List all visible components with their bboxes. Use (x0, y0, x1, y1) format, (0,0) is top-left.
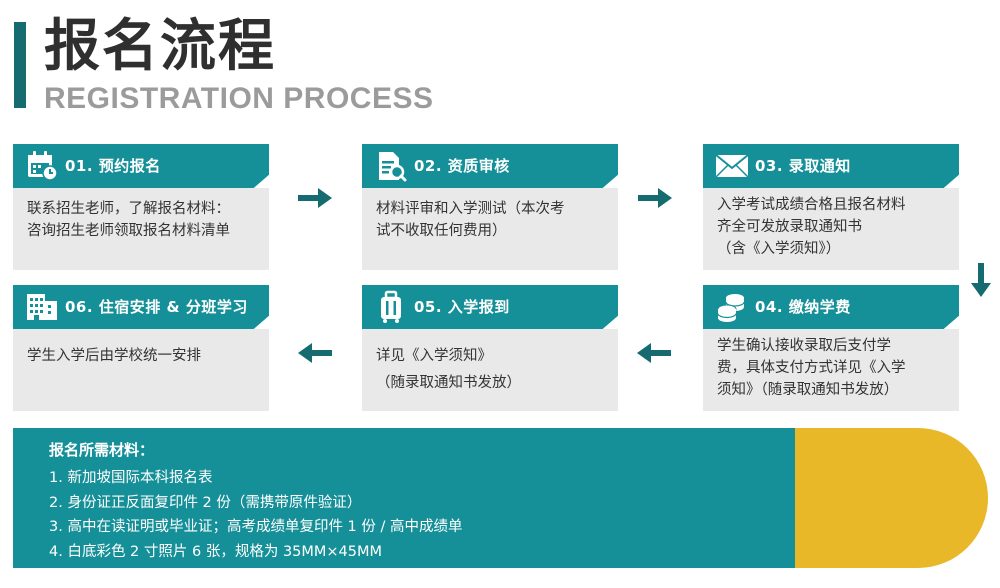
page-title: 报名流程 (44, 14, 276, 79)
step-text: （随录取通知书发放） (376, 375, 521, 391)
step-text: （含《入学须知》） (717, 241, 841, 257)
materials-panel: 报名所需材料： 1. 新加坡国际本科报名表 2. 身份证正反面复印件 2 份（需… (13, 428, 988, 568)
title-accent-bar (14, 22, 26, 108)
list-item: 3. 高中在读证明或毕业证；高考成绩单复印件 1 份 / 高中成绩单 (49, 519, 463, 535)
document-search-icon (379, 152, 407, 182)
page-subtitle: REGISTRATION PROCESS (44, 82, 434, 115)
step-text: 联系招生老师，了解报名材料： (27, 201, 230, 217)
arrow-right-icon (298, 188, 332, 208)
step-title: 03. 录取通知 (755, 157, 851, 175)
step-header-06: 06. 住宿安排 & 分班学习 (13, 285, 269, 329)
step-card-01: 01. 预约报名 联系招生老师，了解报名材料： 咨询招生老师领取报名材料清单 (13, 144, 269, 270)
step-card-06: 06. 住宿安排 & 分班学习 学生入学后由学校统一安排 (13, 285, 269, 411)
step-header-04: 04. 缴纳学费 (703, 285, 959, 329)
step-body-01: 联系招生老师，了解报名材料： 咨询招生老师领取报名材料清单 (13, 188, 269, 270)
step-card-02: 02. 资质审核 材料评审和入学测试（本次考 试不收取任何费用） (362, 144, 618, 270)
arrow-down-icon (971, 263, 991, 297)
step-header-03: 03. 录取通知 (703, 144, 959, 188)
step-header-02: 02. 资质审核 (362, 144, 618, 188)
step-text: 费，具体支付方式详见《入学 (717, 360, 906, 376)
step-header-05: 05. 入学报到 (362, 285, 618, 329)
list-item: 2. 身份证正反面复印件 2 份（需携带原件验证） (49, 494, 362, 511)
materials-title: 报名所需材料： (49, 441, 155, 459)
step-card-05: 05. 入学报到 详见《入学须知》 （随录取通知书发放） (362, 285, 618, 411)
step-text: 学生确认接收录取后支付学 (717, 338, 891, 354)
step-title: 06. 住宿安排 & 分班学习 (65, 298, 248, 316)
luggage-icon (381, 290, 401, 323)
step-body-04: 学生确认接收录取后支付学 费，具体支付方式详见《入学 须知》（随录取通知书发放） (703, 329, 959, 411)
step-title: 01. 预约报名 (65, 157, 161, 175)
arrow-right-icon (638, 188, 672, 208)
step-card-04: 04. 缴纳学费 学生确认接收录取后支付学 费，具体支付方式详见《入学 须知》（… (703, 285, 959, 411)
step-body-02: 材料评审和入学测试（本次考 试不收取任何费用） (362, 188, 618, 270)
step-title: 05. 入学报到 (414, 298, 510, 316)
step-body-05: 详见《入学须知》 （随录取通知书发放） (362, 329, 618, 411)
step-header-01: 01. 预约报名 (13, 144, 269, 188)
step-text: 齐全可发放录取通知书 (717, 219, 862, 235)
step-body-03: 入学考试成绩合格且报名材料 齐全可发放录取通知书 （含《入学须知》） (703, 188, 959, 270)
step-title: 04. 缴纳学费 (755, 298, 851, 316)
step-text: 学生入学后由学校统一安排 (27, 348, 201, 364)
coins-icon (717, 294, 745, 322)
list-item: 1. 新加坡国际本科报名表 (49, 470, 213, 486)
envelope-icon (715, 154, 749, 178)
step-text: 须知》（随录取通知书发放） (717, 382, 899, 398)
materials-teal-area (13, 428, 795, 568)
step-text: 入学考试成绩合格且报名材料 (717, 197, 906, 213)
step-text: 咨询招生老师领取报名材料清单 (27, 223, 230, 239)
step-card-03: 03. 录取通知 入学考试成绩合格且报名材料 齐全可发放录取通知书 （含《入学须… (703, 144, 959, 270)
calendar-icon (28, 151, 58, 181)
step-title: 02. 资质审核 (414, 157, 510, 175)
materials-list: 1. 新加坡国际本科报名表 2. 身份证正反面复印件 2 份（需携带原件验证） … (49, 466, 463, 564)
step-body-06: 学生入学后由学校统一安排 (13, 329, 269, 411)
step-text: 详见《入学须知》 (376, 348, 492, 364)
building-icon (27, 294, 57, 320)
step-text: 试不收取任何费用） (376, 223, 507, 239)
arrow-left-icon (298, 343, 332, 363)
list-item: 4. 白底彩色 2 寸照片 6 张，规格为 35MM×45MM (49, 543, 383, 560)
arrow-left-icon (637, 343, 671, 363)
step-text: 材料评审和入学测试（本次考 (376, 201, 565, 217)
